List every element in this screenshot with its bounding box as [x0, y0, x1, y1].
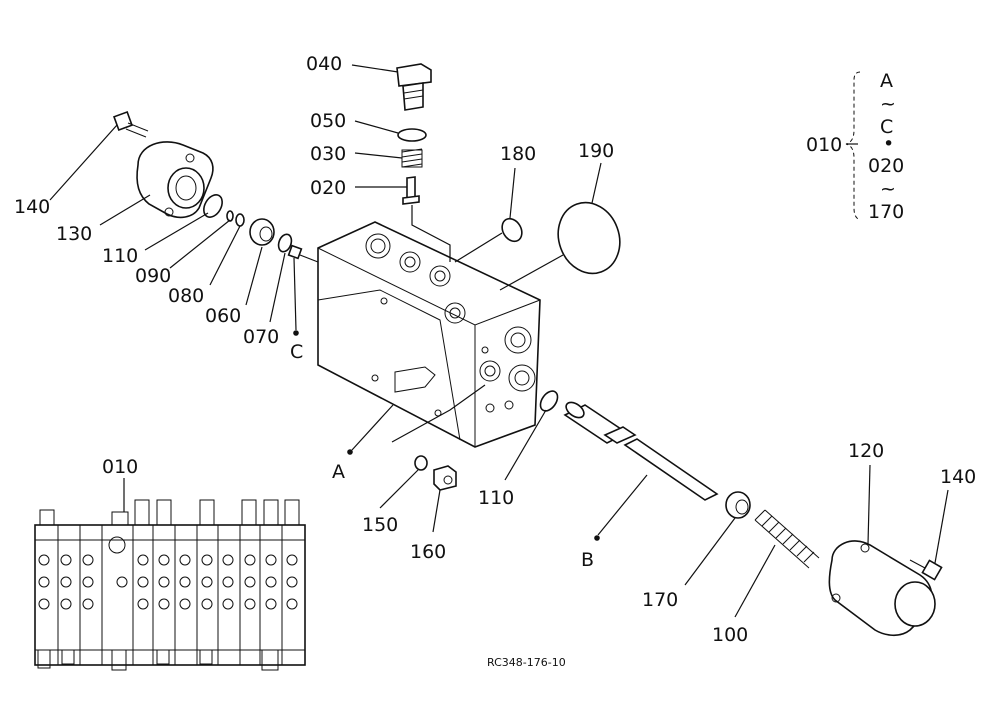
label-120: 120: [848, 440, 884, 462]
label-020: 020: [310, 177, 346, 199]
marker-dot-c: [293, 330, 299, 336]
part-150-oring: [414, 455, 428, 471]
label-170: 170: [642, 589, 678, 611]
label-c: C: [290, 341, 303, 363]
legend-dot: •: [883, 133, 894, 155]
label-100: 100: [712, 624, 748, 646]
label-b: B: [581, 549, 594, 571]
legend-line3: 020: [868, 155, 904, 177]
legend-tilde1: ~: [880, 93, 896, 115]
part-130-cover: [136, 141, 214, 219]
leader-lines: [49, 64, 949, 618]
label-110-left: 110: [102, 245, 138, 267]
part-110-oring-right: [539, 390, 559, 412]
drawing-code: RC348-176-10: [487, 656, 566, 669]
part-060-piston: [249, 218, 275, 246]
label-160: 160: [410, 541, 446, 563]
legend-line2: C: [880, 116, 893, 138]
valve-stack-overview: [34, 499, 306, 671]
part-070-oring: [277, 233, 293, 253]
marker-dot-b: [594, 535, 600, 541]
legend-bracket: [845, 71, 861, 221]
label-010-overview: 010: [102, 456, 138, 478]
part-020-poppet: [402, 176, 420, 205]
legend-line1: A: [880, 70, 893, 92]
valve-body: [317, 221, 541, 448]
part-c-plug: [287, 244, 303, 260]
part-180-oring: [501, 217, 523, 243]
label-140-left: 140: [14, 196, 50, 218]
part-090-ring: [226, 210, 234, 222]
part-050-oring: [397, 128, 427, 142]
label-090: 090: [135, 265, 171, 287]
label-110-right: 110: [478, 487, 514, 509]
part-040-plug: [396, 63, 432, 111]
legend-tilde2: ~: [880, 178, 896, 200]
label-080: 080: [168, 285, 204, 307]
part-120-cover: [828, 540, 936, 637]
label-140-right: 140: [940, 466, 976, 488]
label-a: A: [332, 461, 345, 483]
label-190: 190: [578, 140, 614, 162]
part-160-plug: [433, 465, 457, 491]
part-100-spring: [754, 509, 820, 569]
label-150: 150: [362, 514, 398, 536]
legend-number: 010: [806, 134, 842, 156]
part-140-bolt-right: [909, 559, 943, 581]
part-080-washer: [235, 213, 245, 227]
part-030-spring: [401, 148, 423, 168]
label-030: 030: [310, 143, 346, 165]
label-050: 050: [310, 110, 346, 132]
part-170-retainer: [725, 491, 751, 519]
part-140-bolt-left: [113, 111, 149, 138]
part-110-oring-left: [203, 194, 223, 218]
label-180: 180: [500, 143, 536, 165]
label-040: 040: [306, 53, 342, 75]
marker-dot-a: [347, 449, 353, 455]
label-130: 130: [56, 223, 92, 245]
label-070: 070: [243, 326, 279, 348]
label-060: 060: [205, 305, 241, 327]
part-spool-b: [563, 401, 719, 501]
legend-line4: 170: [868, 201, 904, 223]
part-190-oring: [557, 201, 621, 275]
